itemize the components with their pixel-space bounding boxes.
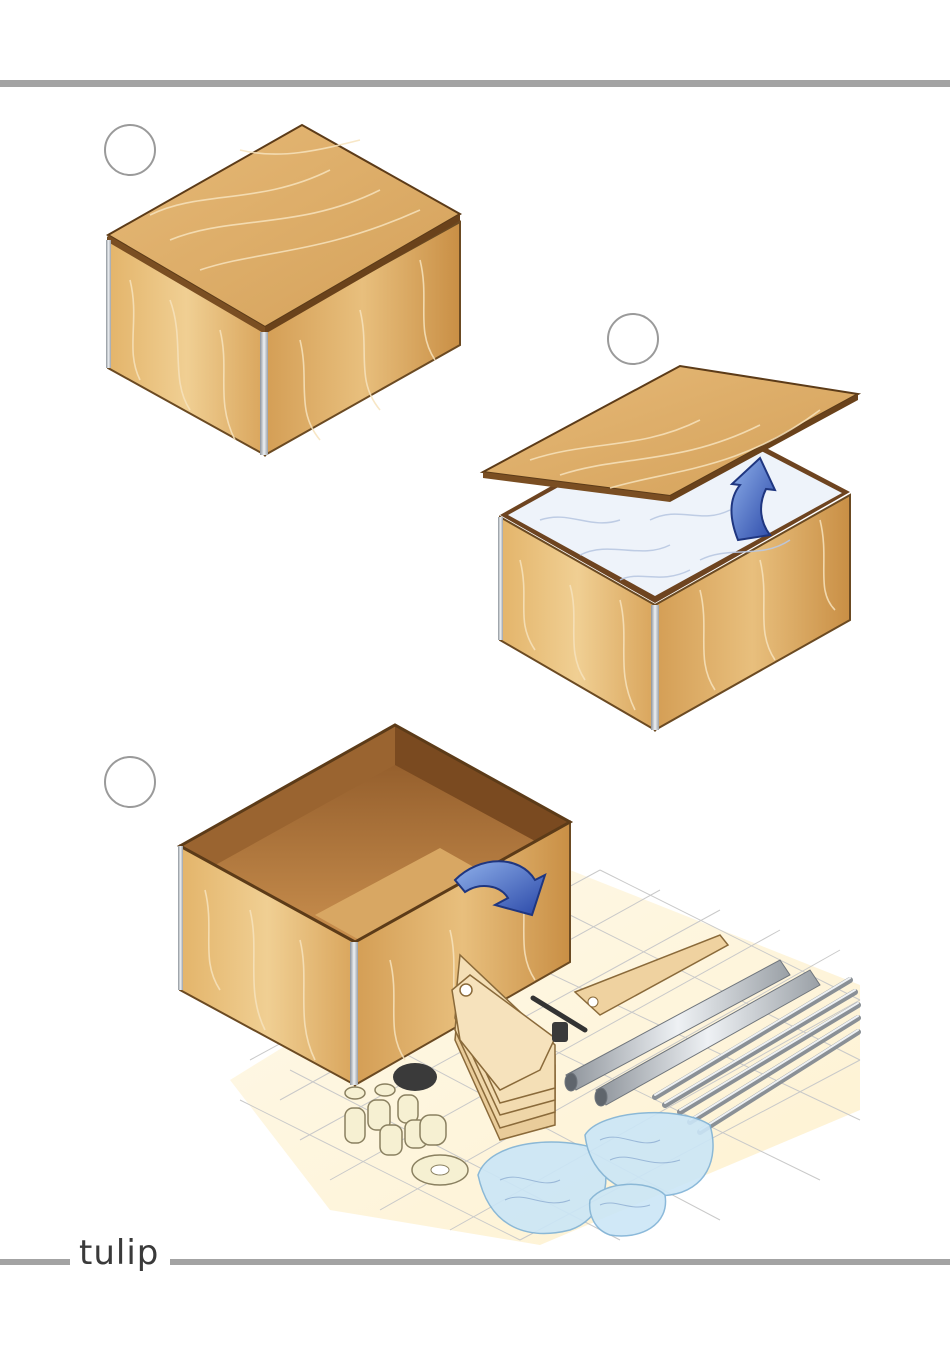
bolt-icon	[552, 1022, 568, 1042]
brand-logo: tulip	[79, 1236, 159, 1270]
black-disc-icon	[393, 1063, 437, 1091]
lid-lift-illustration	[483, 366, 858, 730]
footer-rule-right	[170, 1259, 950, 1265]
unpack-parts-illustration	[178, 725, 860, 1245]
closed-crate-illustration	[106, 125, 460, 455]
footer-rule-left	[0, 1259, 70, 1265]
